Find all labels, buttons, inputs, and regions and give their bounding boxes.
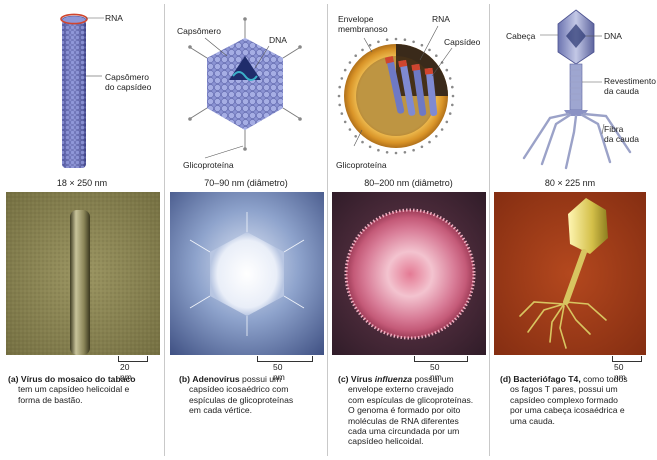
column-divider bbox=[327, 4, 328, 456]
panel-adenovirus: Capsômero DNA Glicoproteína 70–90 nm (di… bbox=[165, 0, 327, 460]
label-glycoprotein: Glicoproteína bbox=[336, 160, 387, 170]
caption: (b) Adenovírus possui um capsídeo icosaé… bbox=[179, 374, 294, 416]
label-tail-sheath-line2: da cauda bbox=[604, 86, 639, 96]
panel-tobacco-mosaic-virus: RNA Capsômero do capsídeo 18 × 250 nm bbox=[0, 0, 164, 460]
label-tail-fiber: Fibra bbox=[604, 124, 624, 134]
column-divider bbox=[164, 4, 165, 456]
influenza-illustration bbox=[337, 25, 455, 155]
caption: (a) Vírus do mosaico do tabaco tem um ca… bbox=[8, 374, 136, 405]
adenovirus-illustration bbox=[188, 17, 302, 159]
phage-illustration bbox=[522, 9, 632, 170]
panel-influenza-virus: Envelope membranoso RNA Capsídeo Glicopr… bbox=[328, 0, 489, 460]
dimension-label: 80–200 nm (diâmetro) bbox=[364, 178, 453, 188]
dimension-label: 70–90 nm (diâmetro) bbox=[204, 178, 288, 188]
dimension-label: 80 × 225 nm bbox=[544, 178, 596, 188]
dimension-label: 18 × 250 nm bbox=[56, 178, 108, 188]
label-glycoprotein: Glicoproteína bbox=[183, 160, 234, 170]
phage-micrograph bbox=[494, 192, 646, 355]
label-capsid: Capsídeo bbox=[444, 37, 481, 47]
label-envelope-line2: membranoso bbox=[338, 24, 388, 34]
label-rna: RNA bbox=[432, 14, 450, 24]
tmv-micrograph bbox=[6, 192, 160, 355]
caption: (d) Bacteriófago T4, como todos os fagos… bbox=[500, 374, 628, 426]
label-head: Cabeça bbox=[506, 31, 536, 41]
label-capsomere-line2: do capsídeo bbox=[105, 82, 152, 92]
label-capsomere: Capsômero bbox=[177, 26, 221, 36]
tmv-rod-illustration bbox=[60, 13, 104, 168]
label-envelope: Envelope bbox=[338, 14, 374, 24]
adenovirus-micrograph bbox=[170, 192, 324, 355]
label-tail-fiber-line2: da cauda bbox=[604, 134, 639, 144]
caption: (c) Vírus influenza possui um envelope e… bbox=[338, 374, 474, 447]
label-tail-sheath: Revestimento bbox=[604, 76, 656, 86]
label-dna: DNA bbox=[269, 35, 287, 45]
influenza-micrograph bbox=[332, 192, 486, 355]
column-divider bbox=[489, 4, 490, 456]
panel-bacteriophage-t4: Cabeça DNA Revestimento da cauda Fibra d… bbox=[490, 0, 657, 460]
label-capsomere: Capsômero bbox=[105, 72, 149, 82]
label-rna: RNA bbox=[105, 13, 123, 23]
label-dna: DNA bbox=[604, 31, 622, 41]
